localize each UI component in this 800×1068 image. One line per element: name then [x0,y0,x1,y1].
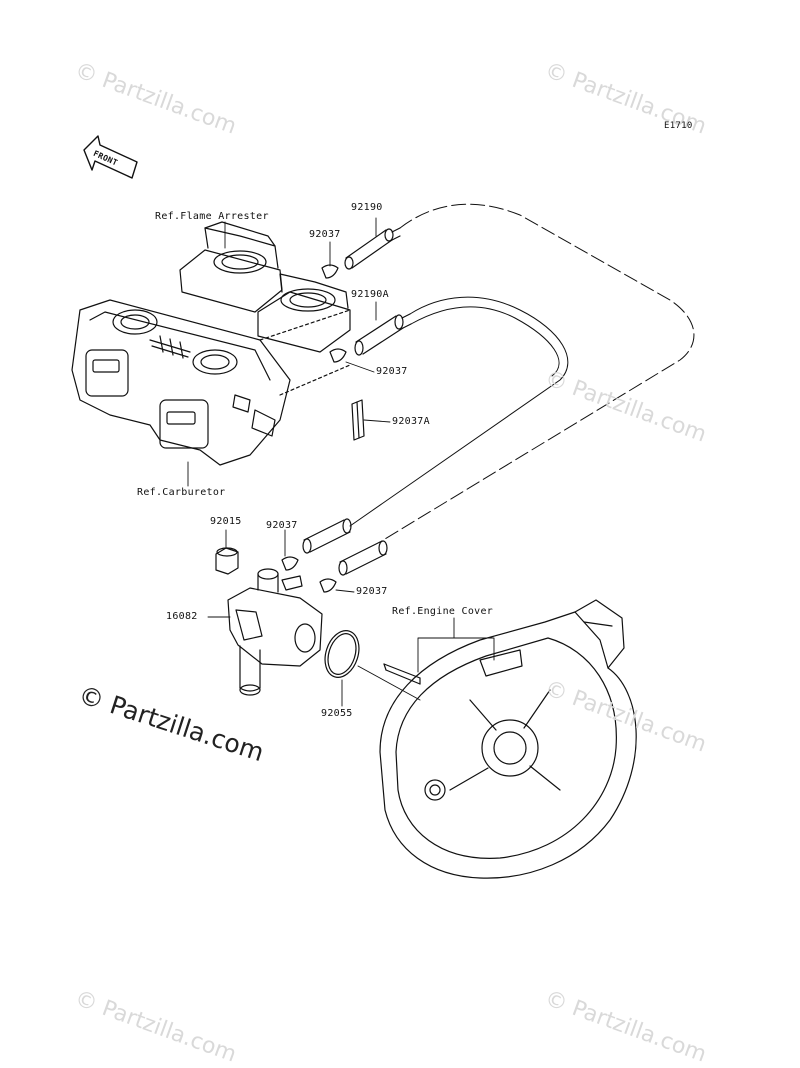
leader-lines [187,217,495,707]
engine-cover-drawing [379,599,637,879]
label-92015: 92015 [210,516,242,527]
o-ring-92055-drawing [324,630,421,701]
label-92037-lower-right: 92037 [356,586,388,597]
label-ref-engine-cover: Ref.Engine Cover [392,606,494,617]
label-92055: 92055 [321,708,353,719]
valve-16082-drawing [227,568,323,696]
flame-arrester-drawing [179,221,351,353]
clamp-92037-upper-drawing [321,264,347,363]
tube-92037a-drawing [351,399,365,441]
label-16082: 16082 [166,611,198,622]
carburetor-drawing [71,299,351,466]
label-ref-flame-arrester: Ref.Flame Arrester [155,211,269,222]
cap-92015-drawing [215,547,239,575]
label-92037-lower-left: 92037 [266,520,298,531]
hose-92190a-drawing [354,313,412,356]
hose-92190-drawing [344,227,401,270]
label-92190: 92190 [351,202,383,213]
front-arrow-icon [83,135,138,179]
hose-routing-lines [349,203,695,543]
diagram-code: E1710 [664,121,693,131]
parts-diagram [71,135,695,879]
label-92190a: 92190A [351,289,389,300]
label-ref-carburetor: Ref.Carburetor [137,487,226,498]
label-92037a: 92037A [392,416,430,427]
lower-hoses-drawing [302,518,388,576]
label-92037-upper: 92037 [309,229,341,240]
label-92037-middle: 92037 [376,366,408,377]
clamp-92037-lower-drawing [281,556,337,593]
